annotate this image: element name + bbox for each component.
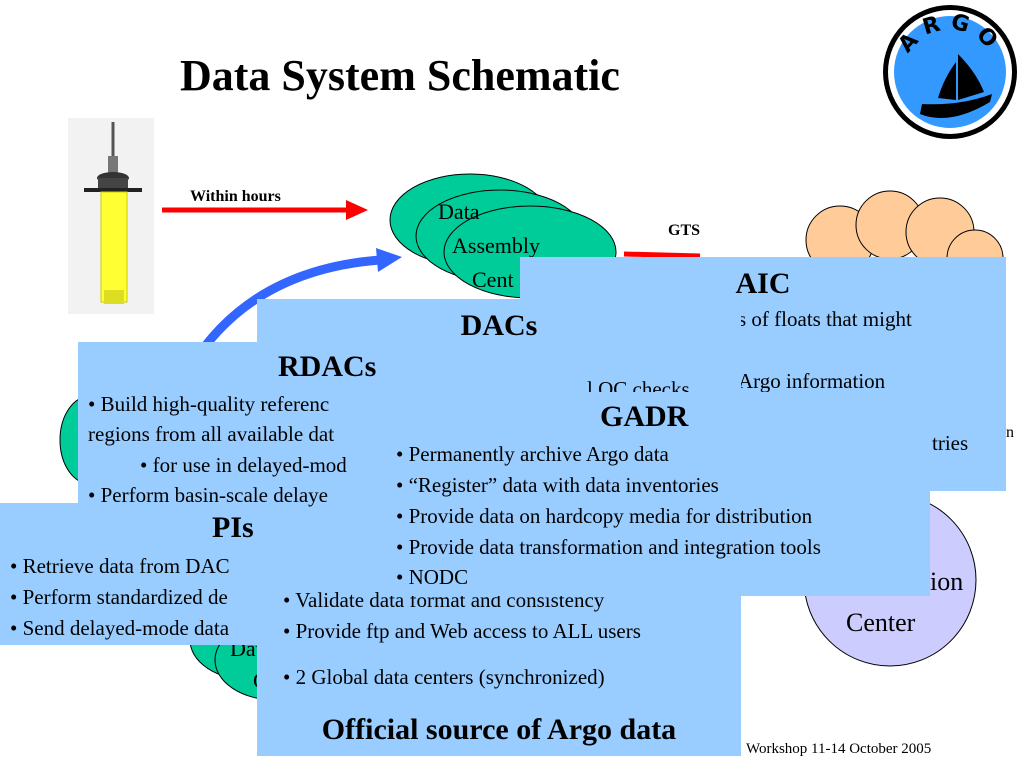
gadr-heading: GADR — [600, 400, 689, 433]
aic-circle-line-2: Center — [846, 608, 916, 637]
dac-blob-line-1: Data — [438, 199, 480, 224]
gadr-box: GADR • Permanently archive Argo data • “… — [388, 392, 930, 596]
dacs-line-4: • 2 Global data centers (synchronized) — [283, 665, 605, 689]
aic-line-1: s of floats that might — [738, 307, 912, 331]
dacs-line-3: • Provide ftp and Web access to ALL user… — [283, 619, 641, 643]
rdacs-heading: RDACs — [278, 350, 377, 383]
dac-blob-line-3: Cent — [472, 267, 514, 292]
gadr-line-4: • Provide data transformation and integr… — [396, 535, 821, 559]
argo-float-image — [68, 118, 154, 314]
dac-blob-line-2: Assembly — [452, 233, 540, 258]
gadr-line-1: • Permanently archive Argo data — [396, 442, 669, 466]
dacs-heading: DACs — [460, 309, 538, 342]
rdacs-line-2: regions from all available dat — [88, 422, 335, 446]
aic-edge-fragment: n — [1006, 424, 1014, 441]
aic-heading: AIC — [735, 267, 791, 300]
rdacs-box: RDACs • Build high-quality referenc regi… — [78, 342, 390, 514]
pis-box: PIs • Retrieve data from DAC • Perform s… — [0, 503, 278, 645]
footnote: Workshop 11-14 October 2005 — [746, 741, 932, 757]
aic-circle-line-1: ion — [930, 567, 964, 596]
pis-line-2: • Perform standardized de — [10, 585, 228, 609]
argo-logo: ARGO — [883, 5, 1017, 139]
gadr-line-2: • “Register” data with data inventories — [396, 473, 719, 497]
rdacs-line-3: • for use in delayed-mod — [140, 453, 347, 477]
gts-label: GTS — [668, 222, 701, 239]
pis-line-3: • Send delayed-mode data — [10, 616, 230, 640]
rdacs-line-1: • Build high-quality referenc — [88, 392, 330, 416]
within-hours-label: Within hours — [190, 188, 281, 205]
aic-line-2: Argo information — [738, 369, 886, 393]
dacs-footer: Official source of Argo data — [321, 713, 677, 746]
gadr-line-3: • Provide data on hardcopy media for dis… — [396, 504, 813, 528]
aic-line-3: tries — [932, 431, 969, 455]
pis-heading: PIs — [212, 511, 254, 544]
gadr-line-5: • NODC — [396, 565, 469, 589]
pis-line-1: • Retrieve data from DAC — [10, 554, 230, 578]
slide-title: Data System Schematic — [180, 51, 620, 100]
